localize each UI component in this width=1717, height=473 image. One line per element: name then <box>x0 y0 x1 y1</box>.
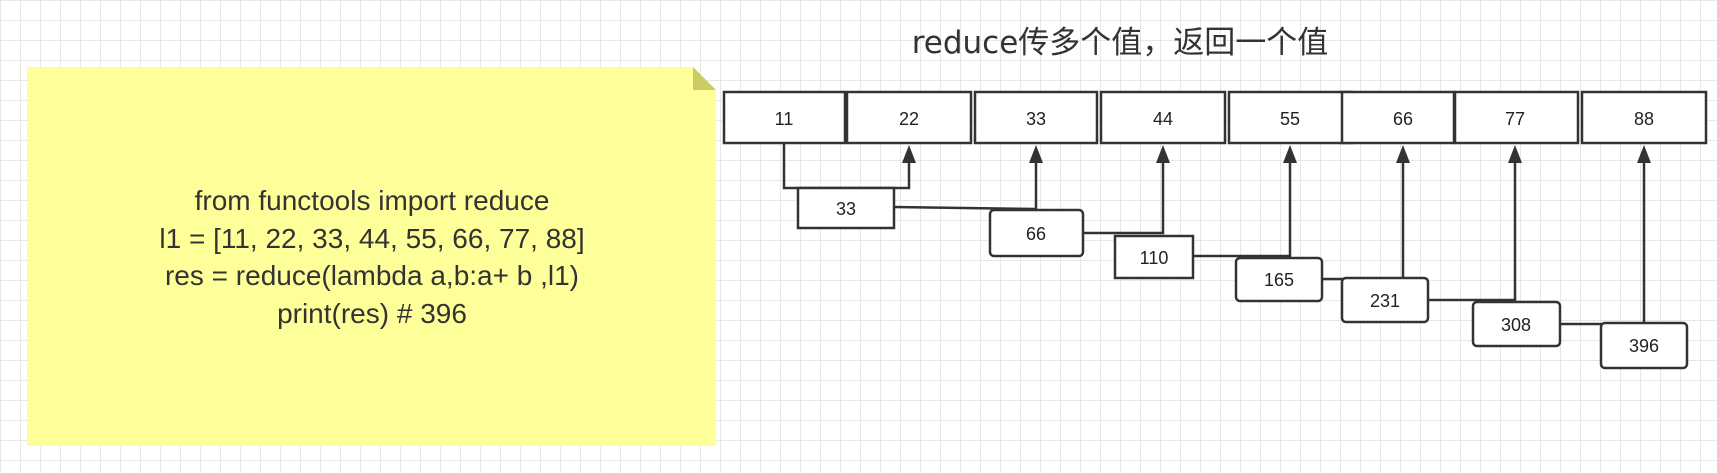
note-line-4: print(res) # 396 <box>277 298 467 329</box>
list-cell-value: 33 <box>1026 109 1046 129</box>
list-cell-value: 55 <box>1280 109 1300 129</box>
code-note[interactable]: from functools import reduce l1 = [11, 2… <box>27 67 716 446</box>
note-line-2: l1 = [11, 22, 33, 44, 55, 66, 77, 88] <box>159 223 584 254</box>
list-cell[interactable] <box>1340 90 1456 145</box>
result-value: 33 <box>836 199 856 219</box>
connectors <box>782 143 1646 326</box>
result-box[interactable] <box>1113 234 1195 280</box>
connector-33-to-33 <box>893 158 1038 211</box>
result-value: 396 <box>1629 336 1659 356</box>
result-value: 308 <box>1501 315 1531 335</box>
result-boxes: 33 66 110 165 231 308 396 <box>796 186 1689 370</box>
list-cell[interactable] <box>1453 90 1580 145</box>
list-cell[interactable] <box>1580 90 1708 145</box>
result-value: 66 <box>1026 224 1046 244</box>
arrowhead-66 <box>1396 145 1410 163</box>
list-cell-value: 11 <box>775 109 794 129</box>
list-cell-value: 88 <box>1634 109 1654 129</box>
list-cell[interactable] <box>1099 90 1227 145</box>
connector-110-to-55 <box>1193 158 1292 258</box>
arrowhead-22 <box>902 145 916 163</box>
result-box[interactable] <box>1471 300 1562 348</box>
arrowhead-55 <box>1283 145 1297 163</box>
note-fold <box>693 67 716 90</box>
result-box[interactable] <box>1234 256 1324 303</box>
list-cell[interactable] <box>722 90 847 145</box>
arrowheads <box>902 145 1651 163</box>
connector-11-to-22 <box>782 143 911 190</box>
result-box[interactable] <box>1599 321 1689 370</box>
list-cells: 11 22 33 44 55 66 77 88 <box>722 90 1708 145</box>
connector-66-to-44 <box>1083 158 1165 235</box>
arrowhead-88 <box>1637 145 1651 163</box>
arrowhead-77 <box>1508 145 1522 163</box>
result-box[interactable] <box>796 186 896 230</box>
connector-308-to-88 <box>1560 158 1646 326</box>
result-value: 231 <box>1370 291 1400 311</box>
list-cell-value: 77 <box>1505 109 1525 129</box>
list-cell[interactable] <box>845 90 973 145</box>
arrowhead-44 <box>1156 145 1170 163</box>
result-value: 110 <box>1140 248 1169 268</box>
list-cell-value: 66 <box>1393 109 1413 129</box>
note-line-3: res = reduce(lambda a,b:a+ b ,l1) <box>165 260 579 291</box>
list-cell[interactable] <box>973 90 1099 145</box>
result-box[interactable] <box>1340 276 1430 324</box>
connector-231-to-77 <box>1428 158 1517 302</box>
list-cell-value: 22 <box>899 109 919 129</box>
diagram-title: reduce传多个值，返回一个值 <box>912 25 1329 61</box>
arrowhead-33 <box>1029 145 1043 163</box>
result-value: 165 <box>1264 270 1294 290</box>
list-cell-value: 44 <box>1153 109 1173 129</box>
list-cell[interactable] <box>1227 90 1354 145</box>
connector-165-to-66 <box>1322 158 1405 281</box>
note-body <box>27 67 716 446</box>
note-line-1: from functools import reduce <box>195 185 550 216</box>
result-box[interactable] <box>988 208 1085 258</box>
